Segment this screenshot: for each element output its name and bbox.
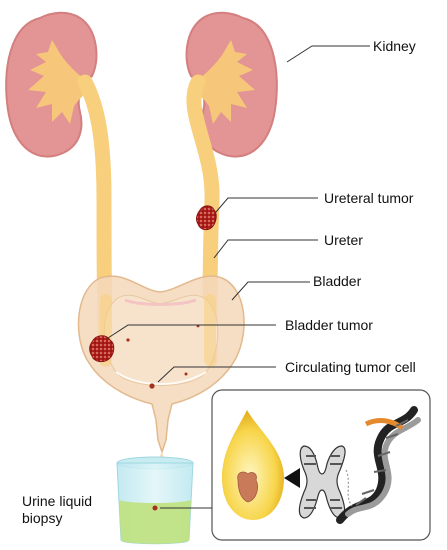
- label-bladder-tumor: Bladder tumor: [285, 317, 373, 333]
- kidney-right-icon: [185, 11, 278, 158]
- leader-lines: [107, 45, 370, 509]
- label-urine-liquid-biopsy-line2: biopsy: [22, 510, 63, 526]
- circulating-tumor-cells: [126, 324, 200, 389]
- ureteral-tumor: [196, 205, 217, 231]
- analysis-inset: [211, 389, 431, 541]
- urine-drop-icon: [222, 410, 284, 520]
- label-ureter: Ureter: [324, 232, 363, 248]
- bladder-tumor: [89, 335, 115, 363]
- label-ureteral-tumor: Ureteral tumor: [324, 190, 414, 206]
- dna-helix-icon: [336, 406, 421, 524]
- label-circulating-tumor-cell: Circulating tumor cell: [285, 359, 416, 375]
- kidney-left-icon: [5, 11, 98, 158]
- arrow-icon: [284, 468, 300, 488]
- label-urine-liquid-biopsy: Urine liquid biopsy: [22, 493, 92, 527]
- label-kidney: Kidney: [373, 38, 416, 54]
- specimen-cup-icon: [116, 456, 194, 545]
- bladder: [77, 275, 245, 455]
- label-urine-liquid-biopsy-line1: Urine liquid: [22, 493, 93, 509]
- label-bladder: Bladder: [313, 273, 362, 289]
